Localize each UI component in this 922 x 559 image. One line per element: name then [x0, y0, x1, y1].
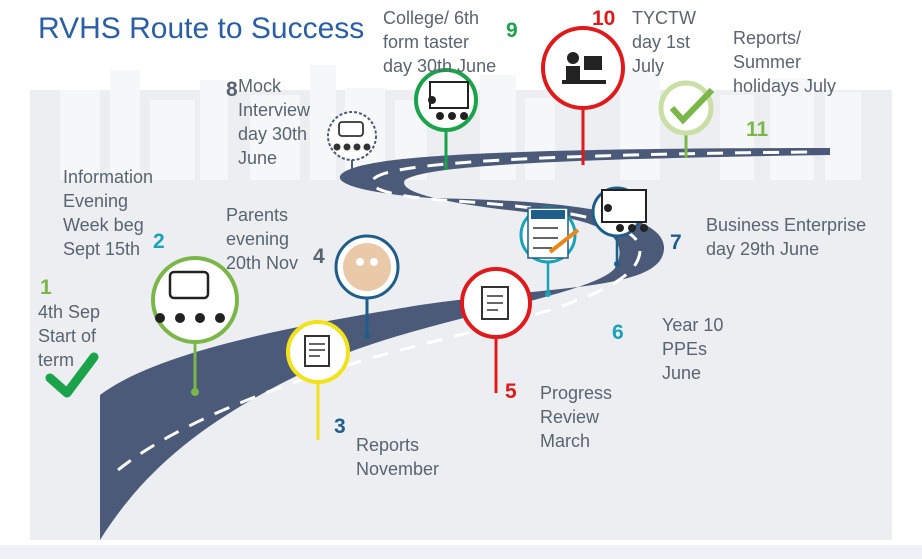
milestone-3-number: 3 [334, 415, 346, 438]
page-title: RVHS Route to Success [38, 12, 365, 45]
milestone-11-label-line: Reports/ [733, 28, 802, 48]
milestone-5-number: 5 [505, 380, 517, 403]
pin-9 [414, 68, 478, 170]
pin-8 [327, 111, 377, 186]
pin-3 [286, 320, 350, 440]
milestone-4-label: Parents evening 20th Nov [226, 203, 298, 275]
milestone-4-label-line: evening [226, 229, 290, 249]
milestone-9-label-line: form taster [383, 32, 470, 52]
milestone-1-label-line: term [38, 350, 74, 370]
milestone-6-label-line: June [662, 363, 702, 383]
milestone-2-label-line: Evening [63, 191, 129, 211]
milestone-9-label-line: College/ 6th [383, 8, 480, 28]
milestone-5-label-line: Progress [540, 383, 613, 403]
milestone-1-label-line: Start of [38, 326, 97, 346]
milestone-9-number: 9 [506, 19, 518, 42]
milestone-7-label: Business Enterprise day 29th June [706, 213, 866, 261]
pin-11 [658, 80, 715, 158]
milestone-5-label-line: March [540, 431, 591, 451]
milestone-10-number: 10 [592, 7, 616, 30]
milestone-8-number: 8 [226, 78, 238, 101]
checkmark-1 [45, 352, 99, 398]
milestone-5-label-line: Review [540, 407, 600, 427]
pin-2 [151, 256, 239, 396]
milestone-1-number: 1 [40, 276, 52, 299]
milestone-11-label-line: Summer [733, 52, 802, 72]
footer-strip [0, 545, 922, 559]
milestone-2-label-line: Week beg [63, 215, 144, 235]
milestone-9-label-line: day 30th June [383, 56, 497, 76]
milestone-2-label-line: Information [63, 167, 154, 187]
milestone-8-label-line: Interview [238, 100, 311, 120]
milestone-4-label-line: 20th Nov [226, 253, 299, 273]
milestone-9-label: College/ 6th form taster day 30th June [383, 6, 496, 78]
pin-4 [334, 234, 400, 339]
pin-10 [541, 26, 625, 165]
milestone-8-label-line: June [238, 148, 278, 168]
milestone-10-label-line: TYCTW [632, 8, 696, 28]
milestone-3-label-line: November [356, 459, 440, 479]
pin-5 [460, 267, 532, 393]
pin-6 [519, 206, 580, 297]
milestone-2-label-line: Sept 15th [63, 239, 141, 259]
milestone-1-label-line: 4th Sep [38, 302, 101, 322]
pin-7 [591, 186, 648, 267]
milestone-4-label-line: Parents [226, 205, 289, 225]
milestone-3-label-line: Reports [356, 435, 420, 455]
milestone-6-label-line: PPEs [662, 339, 708, 359]
milestone-11-label-line: holidays July [733, 76, 837, 96]
milestone-7-label-line: Business Enterprise [706, 215, 867, 235]
milestone-7-number: 7 [670, 231, 682, 254]
milestone-7-label-line: day 29th June [706, 239, 820, 259]
milestone-8-label-line: Mock [238, 76, 282, 96]
milestone-11-label: Reports/Summer holidays July [733, 26, 836, 98]
milestone-6-label-line: Year 10 [662, 315, 724, 335]
milestone-6-number: 6 [612, 321, 624, 344]
milestone-4-number: 4 [313, 245, 325, 268]
milestone-2-number: 2 [153, 230, 165, 253]
milestone-10-label-line: July [632, 56, 665, 76]
milestone-10-label-line: day 1st [632, 32, 691, 52]
city-skyline [60, 65, 861, 180]
milestone-11-number: 11 [746, 118, 769, 141]
road [100, 148, 830, 540]
milestone-8-label-line: day 30th [238, 124, 308, 144]
